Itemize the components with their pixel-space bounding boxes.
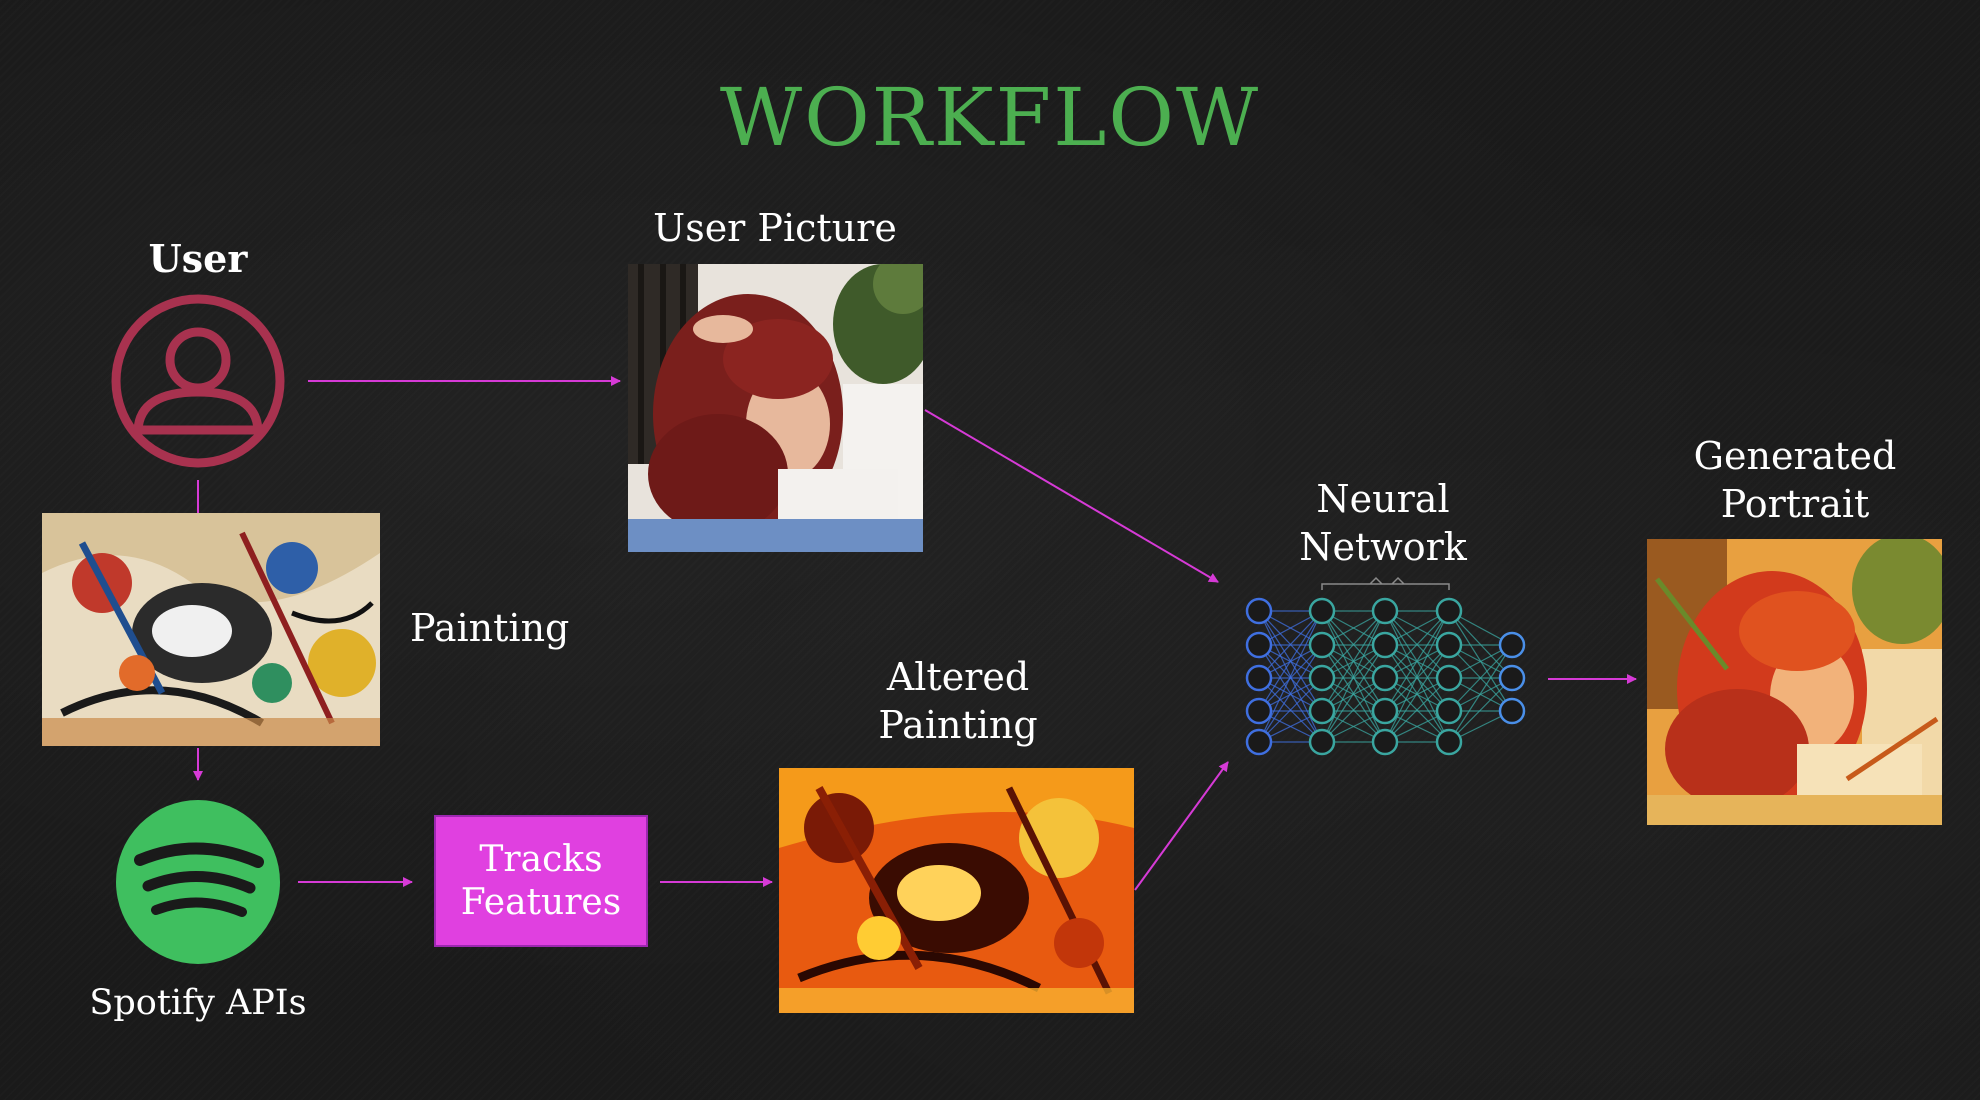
tracks-features-box: Tracks Features [434, 815, 648, 947]
user-picture-photo [628, 264, 923, 552]
painting-label: Painting [410, 606, 570, 650]
slide-title: WORKFLOW [719, 71, 1261, 164]
neural-network-label: Neural Network [1299, 477, 1467, 569]
altered-painting-artwork [779, 768, 1134, 1013]
user-label: User [148, 236, 248, 281]
generated-portrait-label: Generated Portrait [1693, 434, 1897, 526]
tracks-features-label: Tracks Features [460, 838, 622, 923]
spotify-apis-label: Spotify APIs [89, 983, 307, 1023]
painting-artwork [42, 513, 380, 746]
arrow-altered-to-network [1134, 761, 1229, 891]
altered-painting-label: Altered Painting [878, 655, 1038, 747]
arrow-picture-to-network [924, 409, 1219, 583]
user-picture-label: User Picture [653, 206, 897, 250]
generated-portrait-image [1647, 539, 1942, 825]
